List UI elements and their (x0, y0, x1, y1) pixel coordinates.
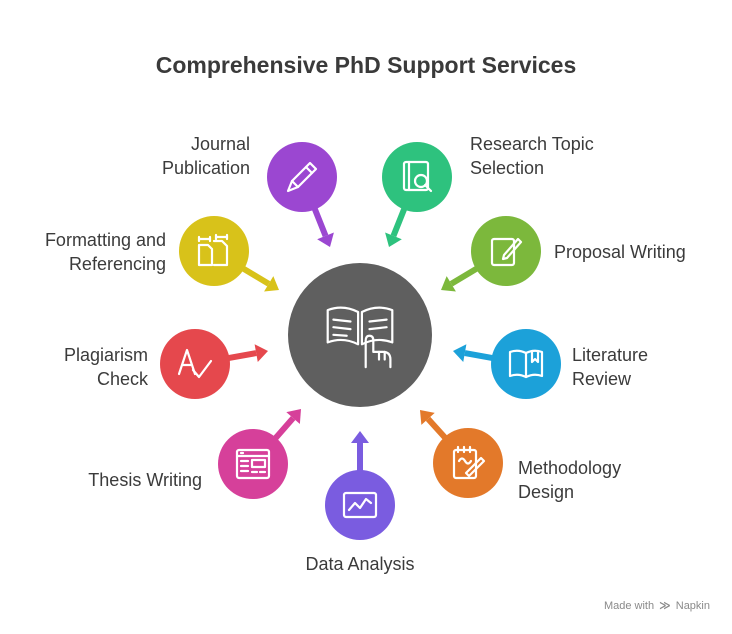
label-thesis-writing: Thesis Writing (88, 468, 202, 492)
label-line: Review (572, 369, 632, 389)
line-graph-icon (342, 491, 378, 519)
label-line: Thesis Writing (88, 470, 202, 490)
journal-publication-arrowhead (317, 232, 334, 247)
formatting-and-referencing-node (179, 216, 249, 286)
label-line: Publication (161, 158, 250, 178)
open-book-hand-icon (326, 306, 394, 369)
notepad-pen-icon (452, 445, 486, 480)
plagiarism-check-node (160, 329, 230, 399)
formatting-and-referencing-arrowhead (264, 276, 279, 292)
label-research-topic-selection: Research Topic Selection (470, 132, 594, 180)
label-formatting-and-referencing: Formatting and Referencing (45, 228, 166, 276)
label-line: Journal (190, 134, 250, 154)
journal-publication-node (267, 142, 337, 212)
label-plagiarism-check: Plagiarism Check (64, 343, 148, 391)
label-line: Plagiarism (63, 345, 148, 365)
label-line: Design (518, 482, 575, 502)
page-title: Comprehensive PhD Support Services (155, 52, 577, 78)
browser-layout-icon (235, 448, 271, 480)
book-search-icon (402, 160, 433, 193)
label-line: Proposal Writing (554, 242, 686, 262)
data-analysis-arrowhead (351, 431, 369, 443)
credit-brand: Napkin (675, 600, 710, 612)
napkin-logo-icon: ≫ (659, 600, 671, 612)
pen-icon (286, 161, 318, 193)
thesis-writing-arrowhead (286, 409, 301, 424)
label-line: Data Analysis (305, 554, 415, 574)
documents-icon (197, 233, 229, 267)
credit-prefix: Made with (603, 600, 655, 612)
label-line: Check (96, 369, 148, 389)
data-analysis-node (325, 470, 395, 540)
label-line: Referencing (68, 254, 166, 274)
label-line: Literature (572, 345, 649, 365)
label-line: Research Topic (470, 134, 594, 154)
label-line: Selection (470, 158, 545, 178)
edit-document-icon (490, 237, 523, 267)
plagiarism-check-arrowhead (254, 344, 268, 362)
label-proposal-writing: Proposal Writing (554, 240, 686, 264)
label-methodology-design: Methodology Design (518, 456, 621, 504)
research-topic-selection-arrowhead (385, 232, 402, 247)
label-line: Methodology (518, 458, 622, 478)
label-journal-publication: Journal Publication (162, 132, 250, 180)
methodology-design-arrowhead (420, 410, 435, 425)
label-data-analysis: Data Analysis (260, 552, 460, 576)
bookmarked-book-icon (508, 349, 544, 379)
proposal-writing-arrowhead (441, 276, 456, 292)
proposal-writing-node (471, 216, 541, 286)
label-literature-review: Literature Review (572, 343, 648, 391)
napkin-credit: Made with ≫ Napkin (604, 599, 710, 612)
text-check-icon (177, 348, 213, 379)
center-hub (288, 263, 432, 407)
literature-review-arrowhead (453, 344, 467, 362)
label-line: Formatting and (44, 230, 166, 250)
